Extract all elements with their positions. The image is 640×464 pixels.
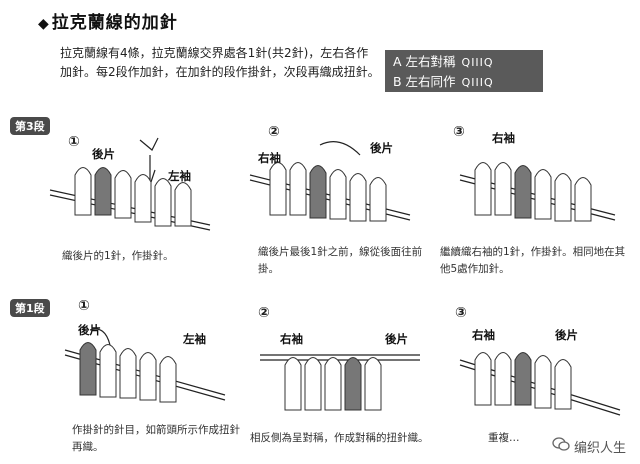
bottom-step-2-caption: 相反側為呈對稱，作成對稱的扭針織。	[250, 432, 429, 444]
legend-b-text: B 左右同作	[393, 74, 456, 89]
top-step-2-label-right: 右袖	[258, 151, 281, 165]
top-step-3-caption: 繼續織右袖的1針，作掛針。相同地在其他5處作加針。	[440, 246, 626, 275]
bottom-step-1-label-back: 後片	[78, 323, 101, 337]
title-text: 拉克蘭線的加針	[51, 13, 178, 33]
bottom-step-2-illustration	[260, 354, 420, 411]
watermark-text: 编织人生	[573, 440, 626, 456]
top-step-2-number: ②	[268, 124, 280, 140]
top-step-1-caption: 織後片的1針，作掛針。	[62, 250, 174, 262]
stage-badge-top: 第3段	[10, 117, 50, 135]
bottom-step-3-label-right: 右袖	[472, 328, 495, 342]
top-step-3-number: ③	[453, 124, 465, 140]
top-step-1-label-left: 左袖	[168, 169, 191, 183]
legend-a-text: A 左右對稱	[393, 54, 456, 69]
watermark: 编织人生	[552, 436, 626, 456]
bottom-step-1-label-left: 左袖	[183, 332, 206, 346]
bottom-step-1-caption: 作掛針的針目，如箭頭所示作成扭針再織。	[72, 424, 240, 453]
top-step-3-label-right: 右袖	[492, 131, 515, 145]
diamond-icon: ◆	[38, 16, 50, 32]
legend-b-symbols: QIIIQ	[461, 76, 494, 89]
top-step-2-label-back: 後片	[370, 141, 393, 155]
legend-row-a: A 左右對稱 QIIIQ	[393, 52, 535, 72]
legend-a-symbols: QIIIQ	[461, 56, 494, 69]
bottom-step-2-number: ②	[258, 305, 270, 321]
bottom-step-3-label-back: 後片	[555, 328, 578, 342]
intro-paragraph: 拉克蘭線有4條，拉克蘭線交界處各1針(共2針)，左右各作加針。每2段作加針，在加…	[60, 46, 380, 79]
top-step-1-number: ①	[68, 134, 80, 150]
bottom-step-2-label-right: 右袖	[280, 332, 303, 346]
bottom-step-1-number: ①	[78, 298, 90, 314]
top-step-2-illustration	[249, 141, 411, 222]
wechat-icon	[552, 436, 570, 456]
legend-box: A 左右對稱 QIIIQ B 左右同作 QIIIQ	[385, 50, 543, 92]
bottom-step-3-caption: 重複…	[488, 432, 520, 444]
bottom-step-1-illustration	[64, 328, 226, 403]
top-step-1-label-back: 後片	[92, 147, 115, 161]
top-step-3-illustration	[459, 162, 616, 222]
stage-badge-bottom: 第1段	[10, 299, 50, 317]
page-title: ◆拉克蘭線的加針	[38, 8, 178, 33]
top-step-1-illustration	[49, 137, 211, 231]
top-step-2-caption: 織後片最後1針之前，線從後面往前掛。	[258, 246, 423, 275]
bottom-step-3-illustration	[459, 352, 621, 416]
legend-row-b: B 左右同作 QIIIQ	[393, 72, 535, 92]
bottom-step-3-number: ③	[455, 305, 467, 321]
bottom-step-2-label-back: 後片	[385, 332, 408, 346]
